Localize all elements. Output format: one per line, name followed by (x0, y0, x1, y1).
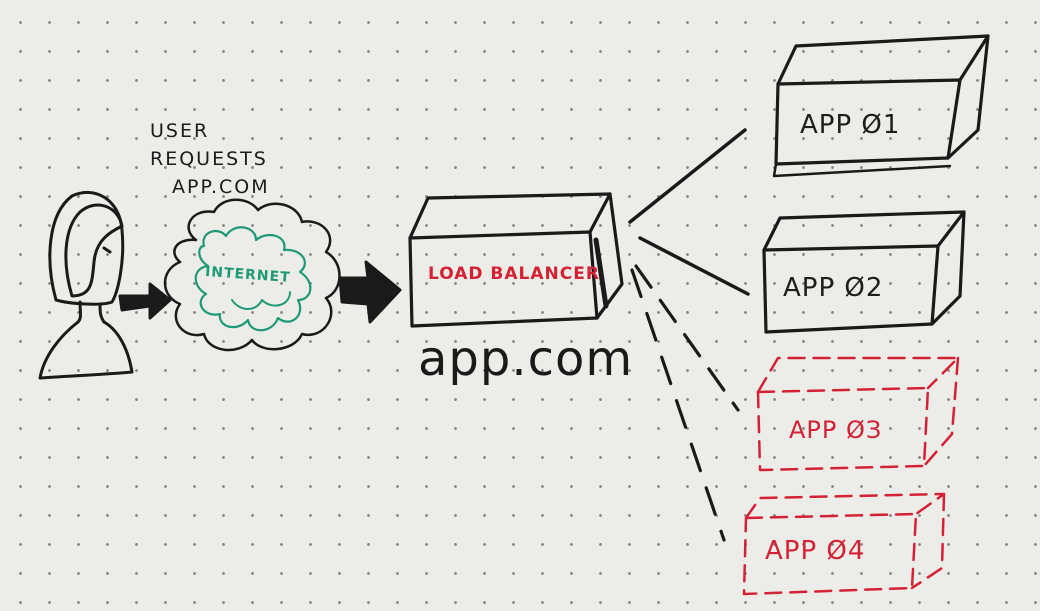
load-balancer-label: LOAD BALANCER (428, 264, 600, 284)
user-note-line-1: USER (150, 120, 210, 142)
arrow-internet-to-lb (338, 260, 402, 324)
server-label-app02: APP Ø2 (783, 273, 884, 303)
user-hair (64, 203, 124, 298)
server-app03 (756, 356, 960, 472)
user-figure (38, 190, 134, 380)
line-to-app01 (628, 128, 747, 224)
cloud-inner-scribble (231, 291, 291, 310)
server-app01 (772, 34, 990, 178)
line-to-app04 (630, 268, 726, 542)
line-to-app03 (634, 264, 740, 412)
lb-connections (628, 128, 750, 542)
line-to-app02 (638, 236, 750, 296)
server-label-app03: APP ØЗ (789, 416, 883, 444)
cloud-outline (163, 198, 341, 352)
cloud-inner (194, 226, 312, 332)
server-app04 (742, 492, 946, 596)
internet-cloud (163, 198, 341, 352)
load-balancer-box (408, 192, 624, 328)
user-note-line-3: APP.COM (172, 176, 270, 198)
user-body (38, 320, 134, 380)
server-label-app04: APP Ø4 (765, 536, 866, 566)
user-eye (102, 246, 112, 254)
server-label-app01: APP Ø1 (800, 110, 901, 140)
arrow-user-to-internet (118, 282, 172, 320)
server-app02 (762, 210, 966, 334)
domain-label: app.com (418, 331, 634, 387)
user-note-line-2: REQUESTS (150, 148, 268, 170)
